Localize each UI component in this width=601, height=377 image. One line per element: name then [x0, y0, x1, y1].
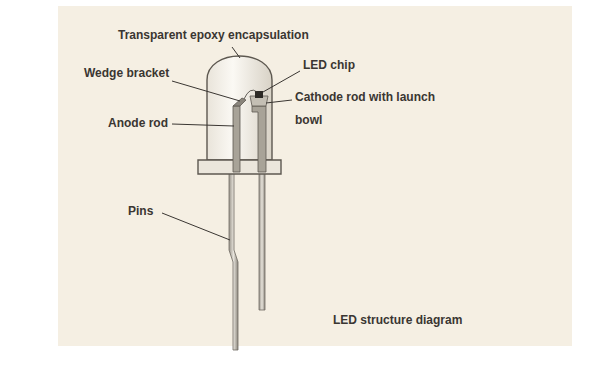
caption: LED structure diagram — [333, 309, 553, 332]
leader-line — [263, 71, 300, 92]
part-label: Cathode rod with launch bowl — [295, 86, 457, 132]
led-chip — [255, 91, 263, 98]
cathode-pin — [259, 172, 265, 310]
anode-rod — [233, 106, 240, 172]
leader-line — [172, 81, 240, 101]
cathode-rod — [252, 106, 266, 172]
leader-line — [232, 47, 240, 58]
leader-line — [266, 100, 292, 103]
background-panel — [58, 6, 572, 346]
part-label: Wedge bracket — [84, 62, 204, 85]
leader-line — [172, 124, 234, 126]
part-label: LED chip — [303, 54, 423, 77]
part-label: Anode rod — [108, 112, 228, 135]
part-label: Transparent epoxy encapsulation — [118, 24, 378, 47]
anode-pin — [229, 172, 238, 350]
part-label: Pins — [128, 200, 208, 223]
bond-wire — [244, 90, 257, 99]
leader-line — [162, 213, 230, 240]
